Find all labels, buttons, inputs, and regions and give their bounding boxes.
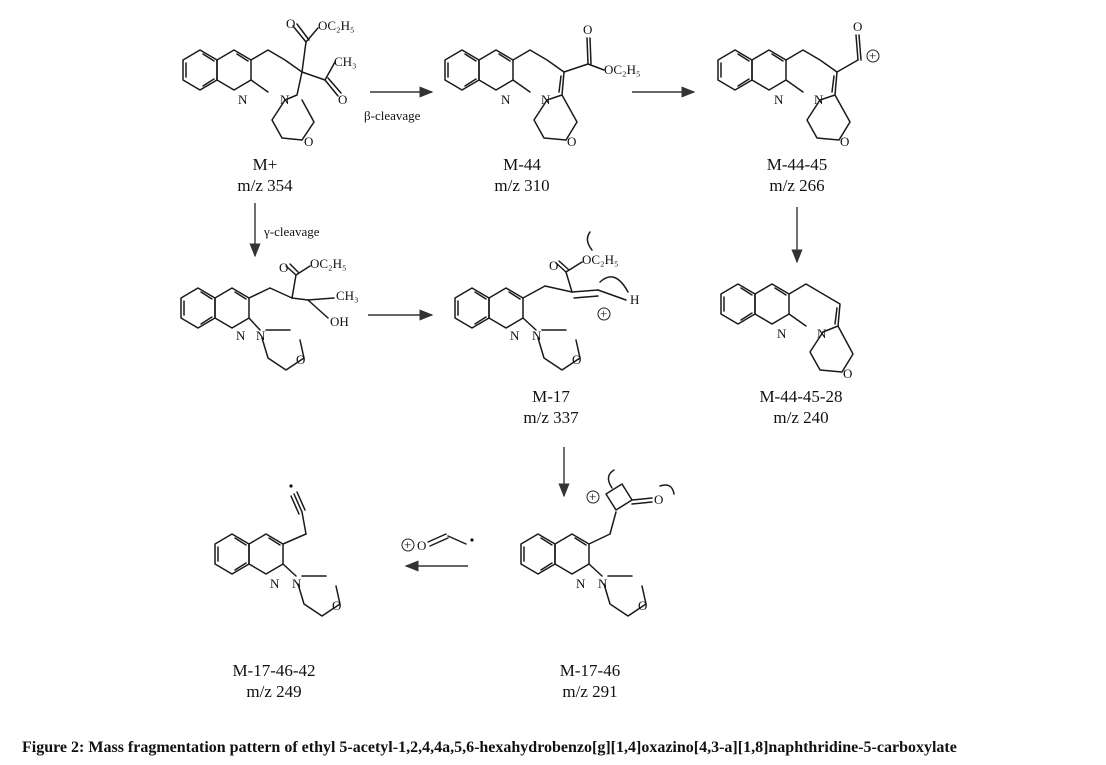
structure-enol-intermediate: N N O OC₂H₅ CH₃ OH O [180,256,359,371]
atom-o: O [654,492,663,507]
structure-m-plus: N N O OC₂H₅ CH₃ O O [182,16,357,149]
charge-plus: + [589,489,596,504]
atom-h: H [630,292,639,307]
species-label: M-17 [532,387,570,406]
species-mz: m/z 291 [562,682,617,701]
atom-n: N [280,92,290,107]
atom-n: N [238,92,248,107]
atom-o: O [332,598,341,613]
arrow-label-gamma: γ-cleavage [263,224,320,239]
species-mz: m/z 310 [494,176,549,195]
species-mz: m/z 240 [773,408,828,427]
species-label: M-17-46-42 [232,661,315,680]
species-mz: m/z 354 [237,176,293,195]
atom-o: O [583,22,592,37]
atom-o: O [843,366,852,381]
arrow-label-beta: β-cleavage [364,108,421,123]
atom-o: O [853,19,862,34]
atom-oet: OC₂H₅ [582,252,619,267]
atom-n: N [814,92,824,107]
species-label: M-44-45-28 [759,387,842,406]
atom-n: N [532,328,542,343]
atom-oh: OH [330,314,349,329]
atom-n: N [236,328,246,343]
atom-n: N [774,92,784,107]
atom-ch3: CH₃ [334,54,357,69]
atom-o: O [296,352,305,367]
atom-n: N [510,328,520,343]
atom-o: O [549,258,558,273]
atom-ch3: CH₃ [336,288,359,303]
atom-oet: OC₂H₅ [310,256,347,271]
figure-caption: Figure 2: Mass fragmentation pattern of … [22,739,957,756]
atom-o: O [638,598,647,613]
atom-o: O [572,352,581,367]
atom-o: O [279,260,288,275]
species-label: M-44 [503,155,541,174]
atom-oet: OC₂H₅ [318,18,355,33]
atom-o: O [338,92,347,107]
charge-plus: + [404,537,411,552]
atom-o: O [286,16,295,31]
structure-m-44-45-28: N N O [720,283,854,381]
structure-m-44: N N O OC₂H₅ O [444,22,641,149]
species-mz: m/z 249 [246,682,301,701]
atom-oet: OC₂H₅ [604,62,641,77]
atom-n: N [541,92,551,107]
species-label: M+ [253,155,278,174]
atom-o: O [417,538,426,553]
structure-m-17-46-42: N N O [214,484,341,617]
atom-n: N [576,576,586,591]
species-label: M-17-46 [560,661,620,680]
atom-n: N [817,326,827,341]
atom-n: N [270,576,280,591]
structure-m-17-46: + N N O O [520,469,675,617]
atom-n: N [501,92,511,107]
structure-m-44-45: + N N O O [717,19,880,149]
atom-n: N [777,326,787,341]
species-label: M-44-45 [767,155,827,174]
atom-n: N [256,328,266,343]
atom-o: O [840,134,849,149]
atom-n: N [292,576,302,591]
atom-o: O [567,134,576,149]
structure-m-17: + N N O OC₂H₅ H O [454,231,639,371]
atom-o: O [304,134,313,149]
species-mz: m/z 337 [523,408,579,427]
charge-plus: + [869,48,876,63]
charge-plus: + [600,306,607,321]
fragment-ketene-radical: + O [401,533,474,553]
atom-n: N [598,576,608,591]
species-mz: m/z 266 [769,176,824,195]
fragmentation-scheme: N N O OC₂H₅ CH₃ O O M+ m/z 354 β-cleavag… [180,16,880,701]
